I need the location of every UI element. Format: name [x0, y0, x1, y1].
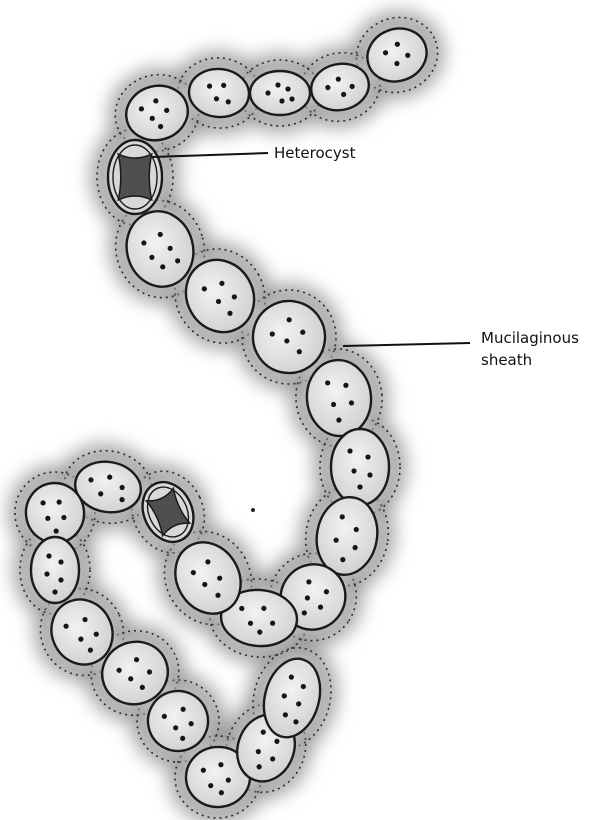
granule-dot [347, 448, 352, 453]
stray-dot [251, 508, 255, 512]
heterocyst-label: Heterocyst [274, 144, 356, 162]
granule-dot [365, 454, 370, 459]
sheath-label-line2: sheath [481, 351, 532, 369]
heterocyst-icon [108, 140, 162, 214]
granule-dot [44, 571, 49, 576]
granule-dot [46, 553, 51, 558]
granule-dot [58, 577, 63, 582]
granule-dot [357, 484, 362, 489]
granule-dot [52, 589, 57, 594]
granule-dot [265, 90, 270, 95]
vegetative-cell-icon [250, 71, 310, 115]
sheath-glow [0, 0, 457, 820]
granule-dot [367, 472, 372, 477]
granule-dot [351, 468, 356, 473]
granule-dot [285, 86, 290, 91]
granule-dot [58, 559, 63, 564]
granule-dot [289, 96, 294, 101]
vegetative-cell-icon [31, 537, 79, 603]
sheath-label-line1: Mucilaginous [481, 329, 579, 347]
mucilaginous-sheath [0, 0, 457, 820]
vegetative-cell-icon [331, 429, 389, 505]
granule-dot [275, 82, 280, 87]
sheath-leader-line [343, 343, 470, 346]
granule-dot [279, 98, 284, 103]
